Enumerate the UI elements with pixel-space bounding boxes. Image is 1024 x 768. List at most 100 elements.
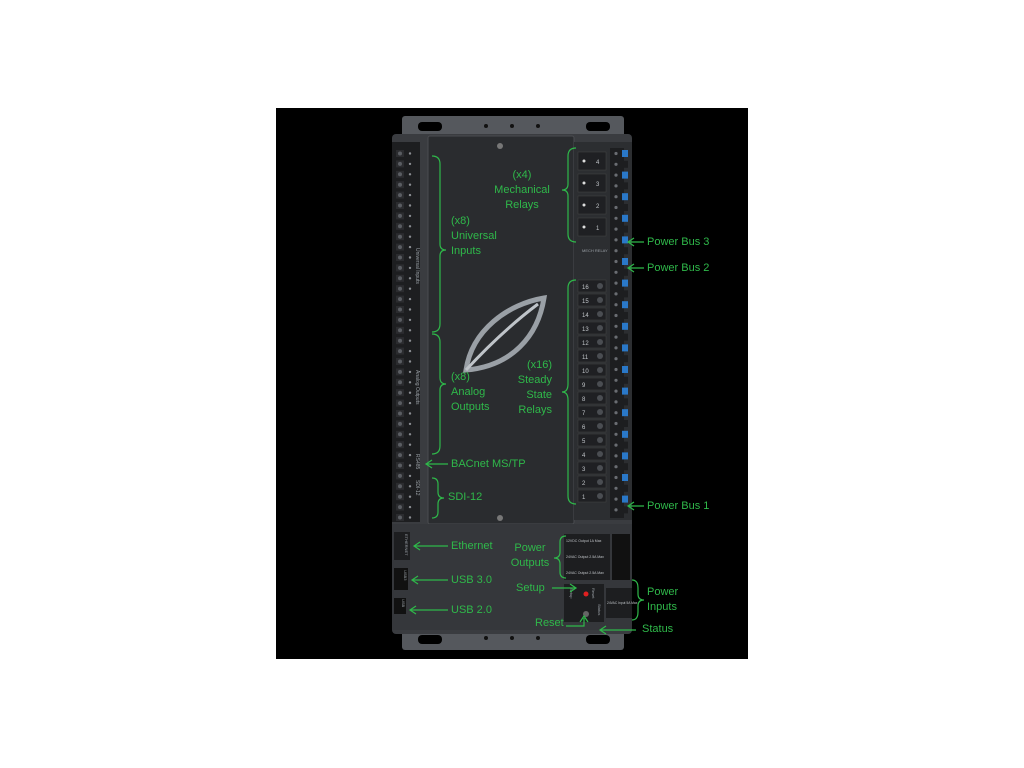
blue-terminal-block (622, 290, 628, 298)
arrow-status (598, 625, 636, 635)
terminal-screw (614, 357, 618, 361)
mech-relay-number: 3 (596, 182, 600, 188)
relay-number: 5 (582, 439, 586, 445)
terminal-screw (398, 213, 402, 218)
terminal-screw (614, 432, 618, 436)
terminal-screw (398, 484, 402, 489)
blue-terminal-block (622, 279, 628, 287)
terminal-screw (614, 497, 618, 501)
terminal-pin (408, 422, 412, 426)
terminal-screw (398, 328, 402, 333)
mount-screw (510, 124, 514, 128)
blue-terminal-block (622, 322, 628, 330)
terminal-screw (398, 515, 402, 520)
terminal-pin (408, 152, 412, 155)
terminal-pin (408, 516, 412, 519)
callout-line: Outputs (451, 401, 490, 413)
relay-number: 16 (582, 285, 589, 291)
arrow-reset (566, 614, 589, 627)
right-blue-terminal-strip (610, 148, 624, 518)
callout-status: Status (642, 623, 674, 635)
callout-line: (x8) (451, 371, 470, 383)
power-output-block (564, 534, 610, 580)
callout-mechanical-relays: (x4) Mechanical Relays (490, 168, 554, 213)
terminal-screw (614, 400, 618, 404)
terminal-screw (398, 432, 402, 437)
mech-relay-led (582, 181, 586, 185)
terminal-screw (398, 224, 402, 229)
mech-relay-led (582, 159, 586, 163)
callout-line: (x16) (526, 359, 552, 371)
mount-slot-tl (418, 122, 442, 131)
blue-terminal-block (622, 474, 628, 481)
bracket-mechanical-relays (561, 147, 577, 243)
ssr-relay-cell (577, 447, 607, 461)
terminal-screw (398, 161, 402, 166)
ssr-relay-cell (577, 335, 607, 349)
terminal-pin (408, 193, 412, 197)
reset-button[interactable] (583, 611, 589, 617)
blue-terminal-block (622, 376, 628, 384)
bracket-power-outputs (553, 535, 567, 579)
terminal-screw (398, 453, 402, 458)
callout-line: State (526, 389, 552, 401)
silk-24vac-output-b: 24VAC Output 2.5A Max (566, 571, 604, 575)
ssr-relay-cell (577, 307, 607, 321)
silk-status: Status (597, 604, 602, 615)
callout-power-bus-2: Power Bus 2 (647, 262, 710, 274)
terminal-screw (614, 259, 618, 264)
terminal-screw (398, 151, 402, 156)
terminal-screw (614, 303, 618, 307)
ssr-relay-cell (577, 279, 607, 293)
terminal-screw (398, 234, 402, 239)
callout-line: Power (514, 542, 546, 554)
callout-line: Inputs (451, 245, 481, 257)
relay-number: 13 (582, 327, 589, 333)
relay-dial (597, 451, 603, 457)
terminal-screw (398, 369, 402, 374)
terminal-screw (398, 307, 402, 312)
terminal-pin (408, 235, 412, 238)
silk-setup: Setup (569, 588, 574, 599)
silk-24vac-output-a: 24VAC Output 2.5A Max (566, 555, 604, 559)
ssr-relay-cell (577, 433, 607, 447)
controller-board-figure: Universal Inputs Analog Outputs RS485 SD… (392, 116, 645, 650)
terminal-screw (398, 442, 402, 447)
terminal-pin (408, 485, 412, 488)
terminal-screw (398, 390, 402, 395)
blue-terminal-block (622, 247, 628, 255)
terminal-pin (408, 464, 412, 467)
blue-terminal-block (622, 204, 628, 211)
ssr-relay-cell (577, 461, 607, 475)
bracket-universal-inputs (431, 155, 447, 333)
arrow-usb2 (408, 605, 448, 615)
blue-terminal-block (622, 258, 628, 265)
terminal-screw (614, 184, 618, 188)
callout-line: Analog (451, 386, 486, 398)
blue-terminal-block (622, 452, 628, 460)
terminal-pin (408, 339, 412, 342)
relay-number: 8 (582, 397, 586, 403)
terminal-screw (398, 411, 402, 416)
terminal-pin (408, 329, 412, 332)
terminal-screw (614, 292, 618, 296)
callout-line: Steady (517, 374, 552, 386)
blue-terminal-block (622, 236, 628, 244)
silk-reset: Reset (591, 588, 596, 599)
blue-terminal-block (622, 463, 628, 471)
terminal-screw (614, 508, 618, 512)
setup-led (583, 591, 589, 597)
blue-terminal-block (622, 160, 628, 168)
relay-dial (597, 479, 603, 485)
terminal-screw (614, 151, 618, 156)
blue-terminal-block (622, 182, 628, 190)
terminal-pin (408, 162, 412, 166)
terminal-pin (408, 277, 412, 280)
relay-number: 4 (582, 453, 586, 459)
terminal-screw (614, 324, 618, 328)
callout-power-bus-1: Power Bus 1 (647, 500, 710, 512)
terminal-screw (398, 317, 402, 322)
terminal-screw (614, 173, 618, 177)
callout-setup: Setup (516, 582, 545, 594)
terminal-screw (398, 255, 402, 260)
